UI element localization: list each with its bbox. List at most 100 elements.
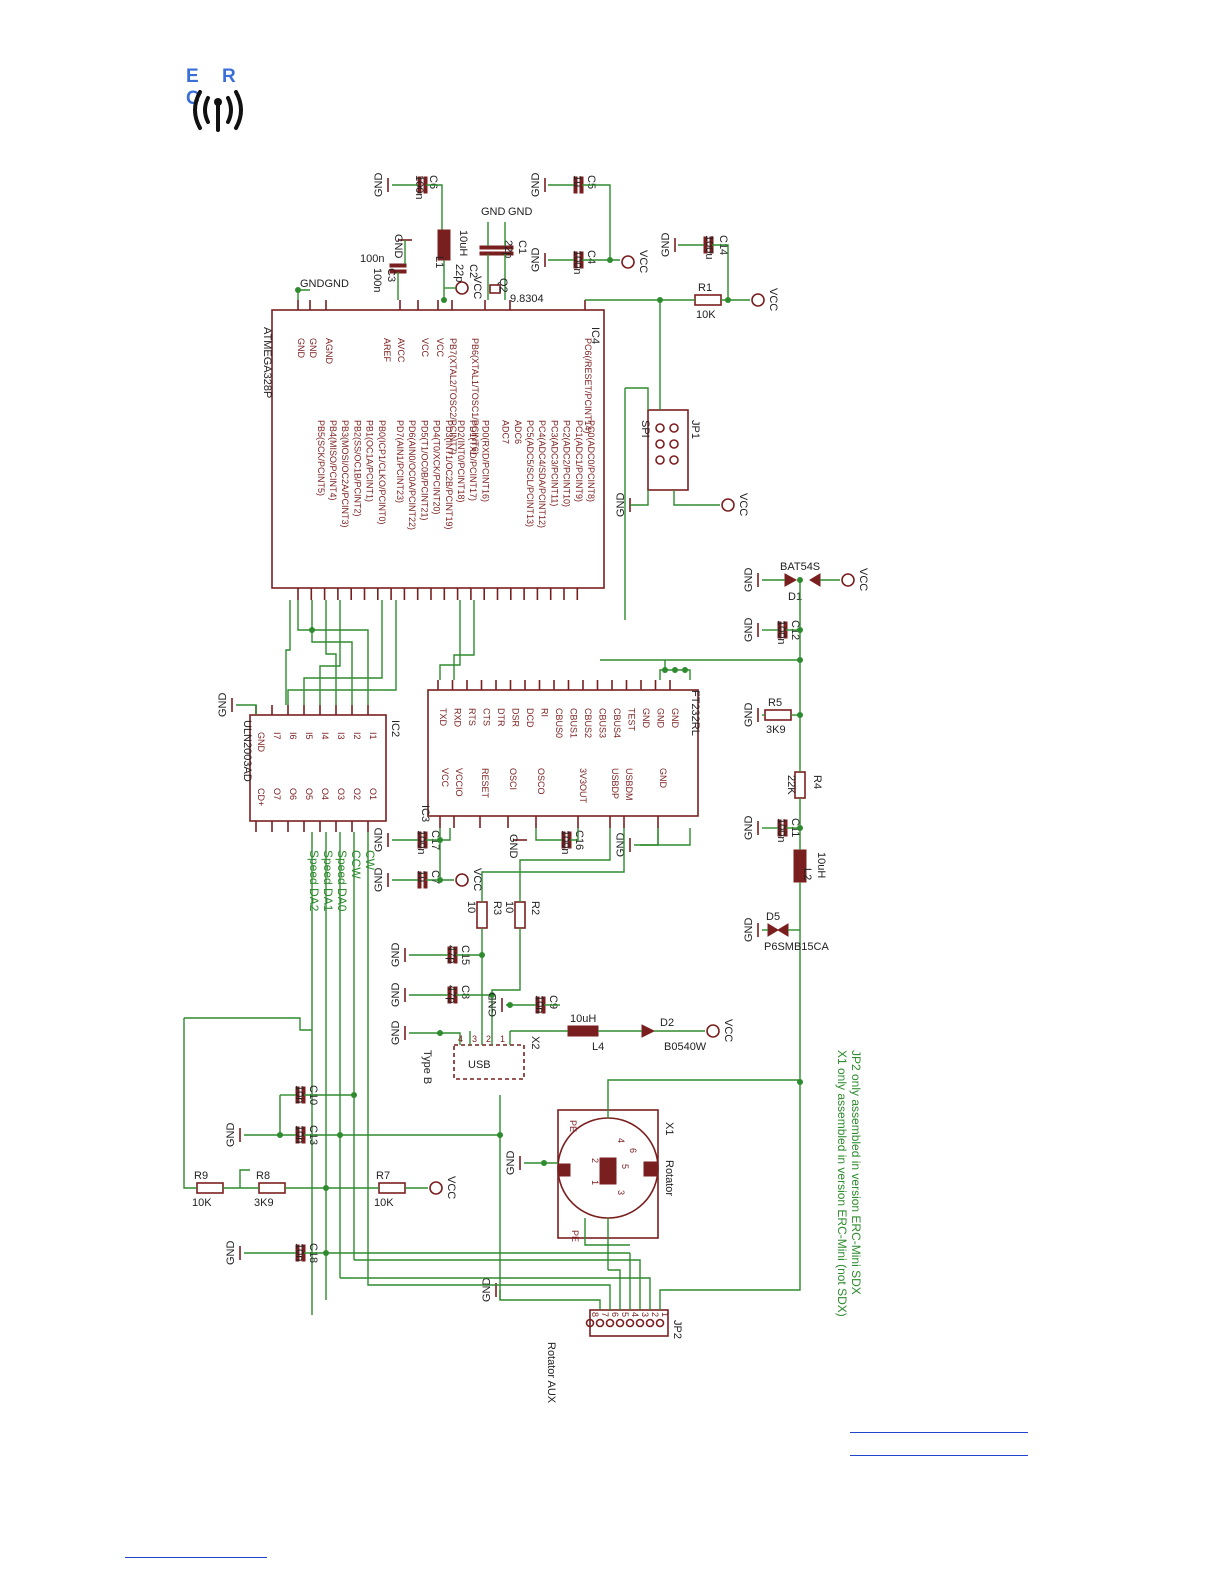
ic2-pin-label: I2	[352, 732, 362, 740]
ic4-pin-label: PB3(MOSI/OC2A/PCINT3)	[340, 420, 350, 528]
ic2-pin-label: O5	[304, 788, 314, 800]
inductor-ref: L4	[592, 1041, 604, 1053]
capacitor-value: 100n	[571, 250, 583, 274]
inductor-value: 10uH	[570, 1013, 596, 1025]
jp2-pin-number: 1	[660, 1312, 670, 1317]
ic4-pin-label: PD4(T0/XCK/PCINT20)	[432, 420, 442, 515]
vcc-terminal	[429, 1181, 443, 1195]
wire	[354, 1259, 641, 1310]
ground-label: GND	[217, 693, 229, 718]
capacitor-plate	[389, 263, 407, 268]
x2-body	[453, 1044, 525, 1080]
junction-dot	[437, 1030, 443, 1036]
jp1-pin	[655, 455, 665, 465]
hyperlink-footer[interactable]	[125, 1557, 267, 1558]
net-label-cw: CW	[363, 850, 377, 871]
x1-pin-label: 4	[616, 1138, 626, 1143]
inductor-ref: L1	[433, 256, 445, 268]
ic3-pin-label: GND	[656, 708, 666, 729]
x1-key	[599, 1157, 617, 1185]
wire	[439, 600, 461, 680]
vcc-label: VCC	[637, 250, 649, 273]
junction-dot	[351, 1092, 357, 1098]
ic4-pin-label: PD5(T1/OC0B/PCINT21)	[419, 420, 429, 521]
ic2-pin-label: I4	[320, 732, 330, 740]
resistor-r3	[476, 901, 488, 929]
wire	[453, 600, 475, 680]
x1-pin-label: 6	[628, 1148, 638, 1153]
ground-label: GND	[373, 868, 385, 893]
hyperlink-2[interactable]	[850, 1455, 1028, 1456]
ic3-pin-label: GND	[670, 708, 680, 729]
inductor-ref: L2	[801, 868, 813, 880]
ic4-pin-label: ADC7	[501, 420, 511, 444]
ic4-pin-label: PB6(XTAL1/TOSC1/PCINT6)	[470, 338, 480, 455]
diode-d1a	[784, 573, 798, 587]
ic3-pin-label: DCD	[525, 708, 535, 728]
ic2-pin-label: GND	[256, 732, 266, 753]
wire	[630, 490, 649, 506]
resistor-ref: R4	[811, 775, 823, 789]
ic4-ref: IC4	[589, 327, 601, 344]
diode-d2	[641, 1024, 656, 1038]
ic4-pin-label: PC4(ADC4/SDA/PCINT12)	[537, 420, 547, 528]
x2-label: USB	[468, 1059, 491, 1071]
vcc-terminal	[706, 1024, 720, 1038]
diode-value: P6SMB15CA	[764, 941, 829, 953]
resistor-ref: R2	[529, 901, 541, 915]
ic2-pin-label: I6	[288, 732, 298, 740]
resistor-value: 3K9	[254, 1197, 274, 1209]
jp2-pin	[615, 1318, 625, 1328]
capacitor-value: 1u	[571, 175, 583, 187]
diode-d5b	[777, 923, 789, 937]
jp2-pin	[635, 1318, 645, 1328]
net-label-ccw: CCW	[349, 850, 363, 879]
jp1-pin	[655, 439, 665, 449]
resistor-ref: R3	[491, 901, 503, 915]
ic4-pin-label: PB5(SCK/PCINT5)	[316, 420, 326, 496]
vcc-label: VCC	[737, 493, 749, 516]
jp1-ref: JP1	[689, 420, 701, 439]
jp2-pin-number: 4	[630, 1312, 640, 1317]
ground-label: GND	[505, 1151, 517, 1176]
resistor-r5	[764, 709, 792, 721]
ic3-pin-label: CBUS3	[598, 708, 608, 738]
capacitor-value: 100n	[775, 818, 787, 842]
ic3-pin-label: DTR	[496, 708, 506, 727]
hyperlink-1[interactable]	[850, 1432, 1028, 1433]
x1-notch-left	[557, 1163, 571, 1177]
ic3-pin-label: GND	[658, 768, 668, 789]
jp1-label: SPI	[639, 420, 651, 438]
capacitor-value: 47p	[445, 945, 457, 963]
ground-label: GND	[743, 816, 755, 841]
vcc-label: VCC	[445, 1176, 457, 1199]
resistor-value: 10K	[374, 1197, 394, 1209]
diode-d1b	[809, 573, 821, 587]
wire	[409, 1032, 461, 1045]
wire	[625, 387, 649, 410]
jp1-pin	[669, 455, 679, 465]
jp1-pin	[669, 439, 679, 449]
capacitor-plate	[479, 245, 497, 250]
resistor-value: 22K	[785, 775, 797, 795]
wire	[311, 600, 353, 705]
x1-notch	[643, 1161, 659, 1177]
ic2-pin-label: O2	[352, 788, 362, 800]
capacitor-ref: C2	[467, 264, 479, 278]
x2-type: Type B	[421, 1050, 433, 1084]
junction-dot	[682, 667, 688, 673]
ic4-pin-label: ADC6	[513, 420, 523, 444]
junction-dot	[607, 257, 613, 263]
ic3-pin-label: DSR	[511, 708, 521, 728]
capacitor-value: 100n	[371, 268, 383, 292]
antenna-icon	[193, 90, 243, 132]
resistor-value: 10K	[696, 309, 716, 321]
x1-label: Rotator	[663, 1160, 675, 1196]
ic3-value: FT232RL	[689, 690, 701, 736]
ic4-pin-label: AGND	[324, 338, 334, 365]
resistor-body	[196, 1182, 224, 1194]
x2-usb-connector	[453, 1044, 525, 1080]
ic2-pin-label: I5	[304, 732, 314, 740]
resistor-r2	[514, 901, 526, 929]
junction-dot	[295, 287, 301, 293]
